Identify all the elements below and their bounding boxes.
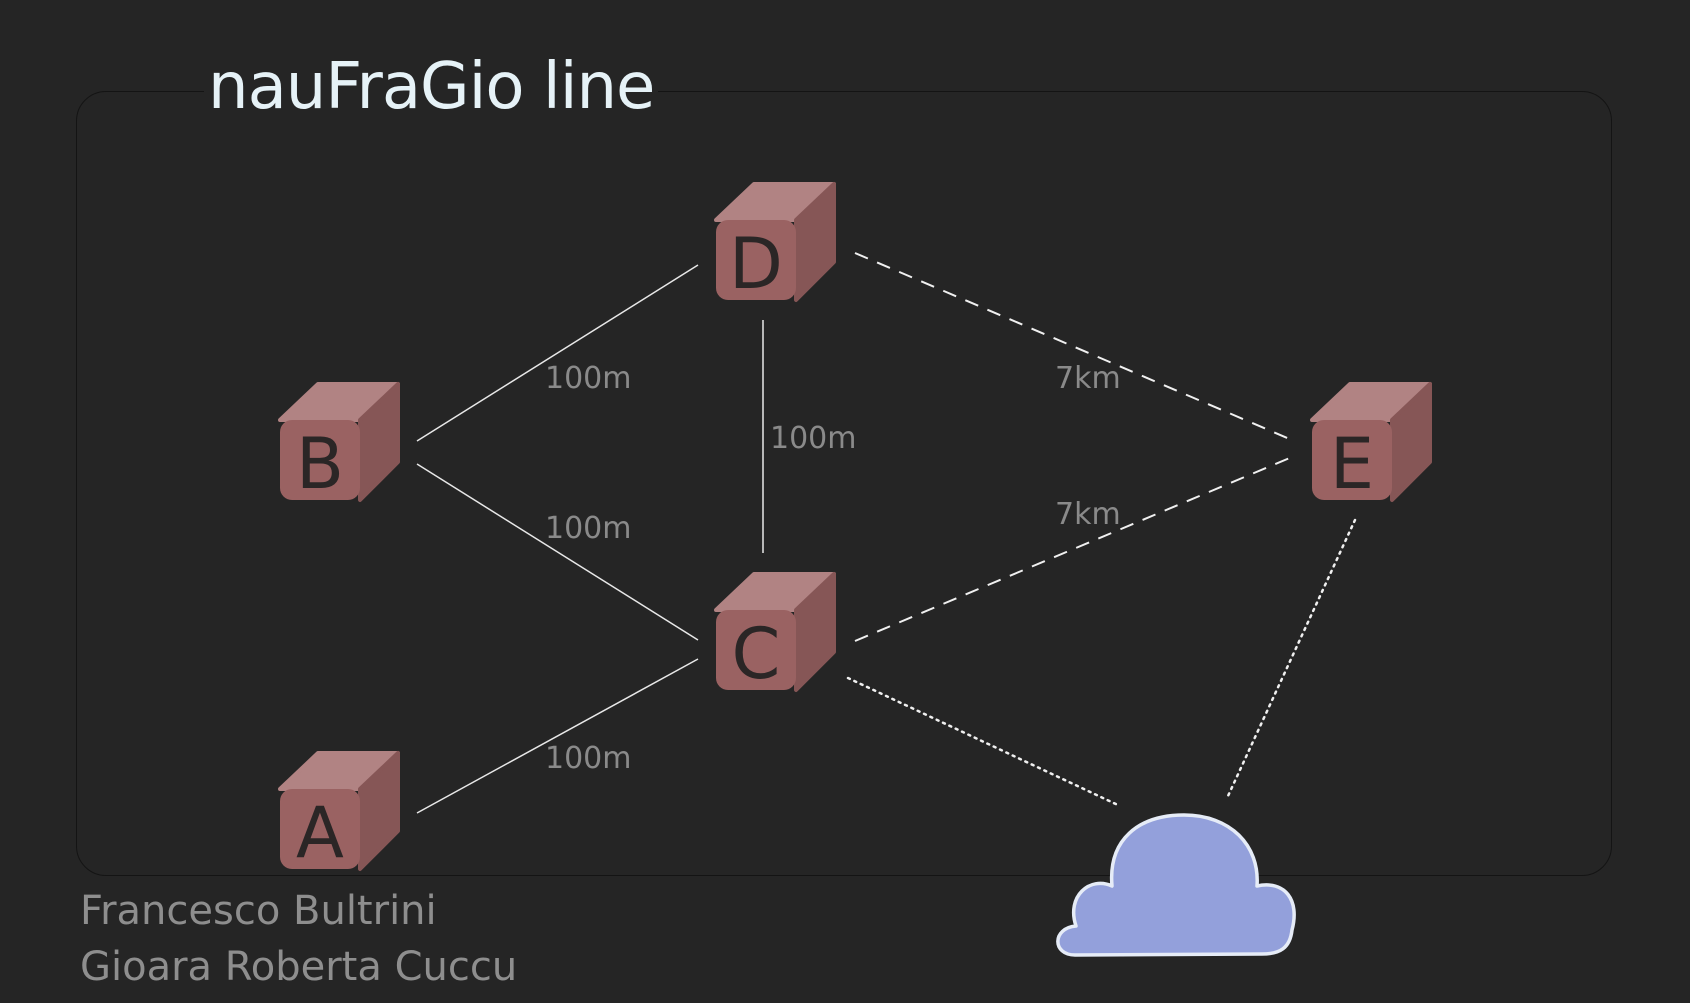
- node-e-label: E: [1330, 423, 1374, 505]
- link-label-b-d: 100m: [545, 361, 631, 396]
- link-d-e: [854, 252, 1293, 441]
- node-d[interactable]: D: [714, 182, 836, 305]
- link-c-e: [854, 456, 1293, 642]
- diagram-frame: [76, 91, 1612, 876]
- link-label-a-c: 100m: [545, 741, 631, 776]
- link-label-b-c: 100m: [545, 511, 631, 546]
- link-b-d: [416, 264, 699, 442]
- node-b[interactable]: B: [278, 382, 400, 505]
- cloud-icon[interactable]: [1056, 813, 1296, 957]
- node-a-label: A: [296, 792, 344, 874]
- node-a[interactable]: A: [278, 751, 400, 874]
- link-e-cloud: [1226, 518, 1357, 798]
- node-e[interactable]: E: [1310, 382, 1432, 505]
- node-c[interactable]: C: [714, 572, 836, 695]
- node-d-label: D: [729, 223, 783, 305]
- link-label-d-c: 100m: [770, 421, 856, 456]
- author-name: Francesco Bultrini: [80, 888, 437, 934]
- author-name: Gioara Roberta Cuccu: [80, 944, 518, 990]
- page-title: nauFraGio line: [204, 50, 659, 124]
- link-c-cloud: [846, 676, 1122, 808]
- node-c-label: C: [732, 613, 781, 695]
- link-b-c: [416, 463, 699, 641]
- link-label-c-e: 7km: [1055, 497, 1121, 532]
- link-a-c: [416, 658, 699, 814]
- link-label-d-e: 7km: [1055, 361, 1121, 396]
- node-b-label: B: [296, 423, 344, 505]
